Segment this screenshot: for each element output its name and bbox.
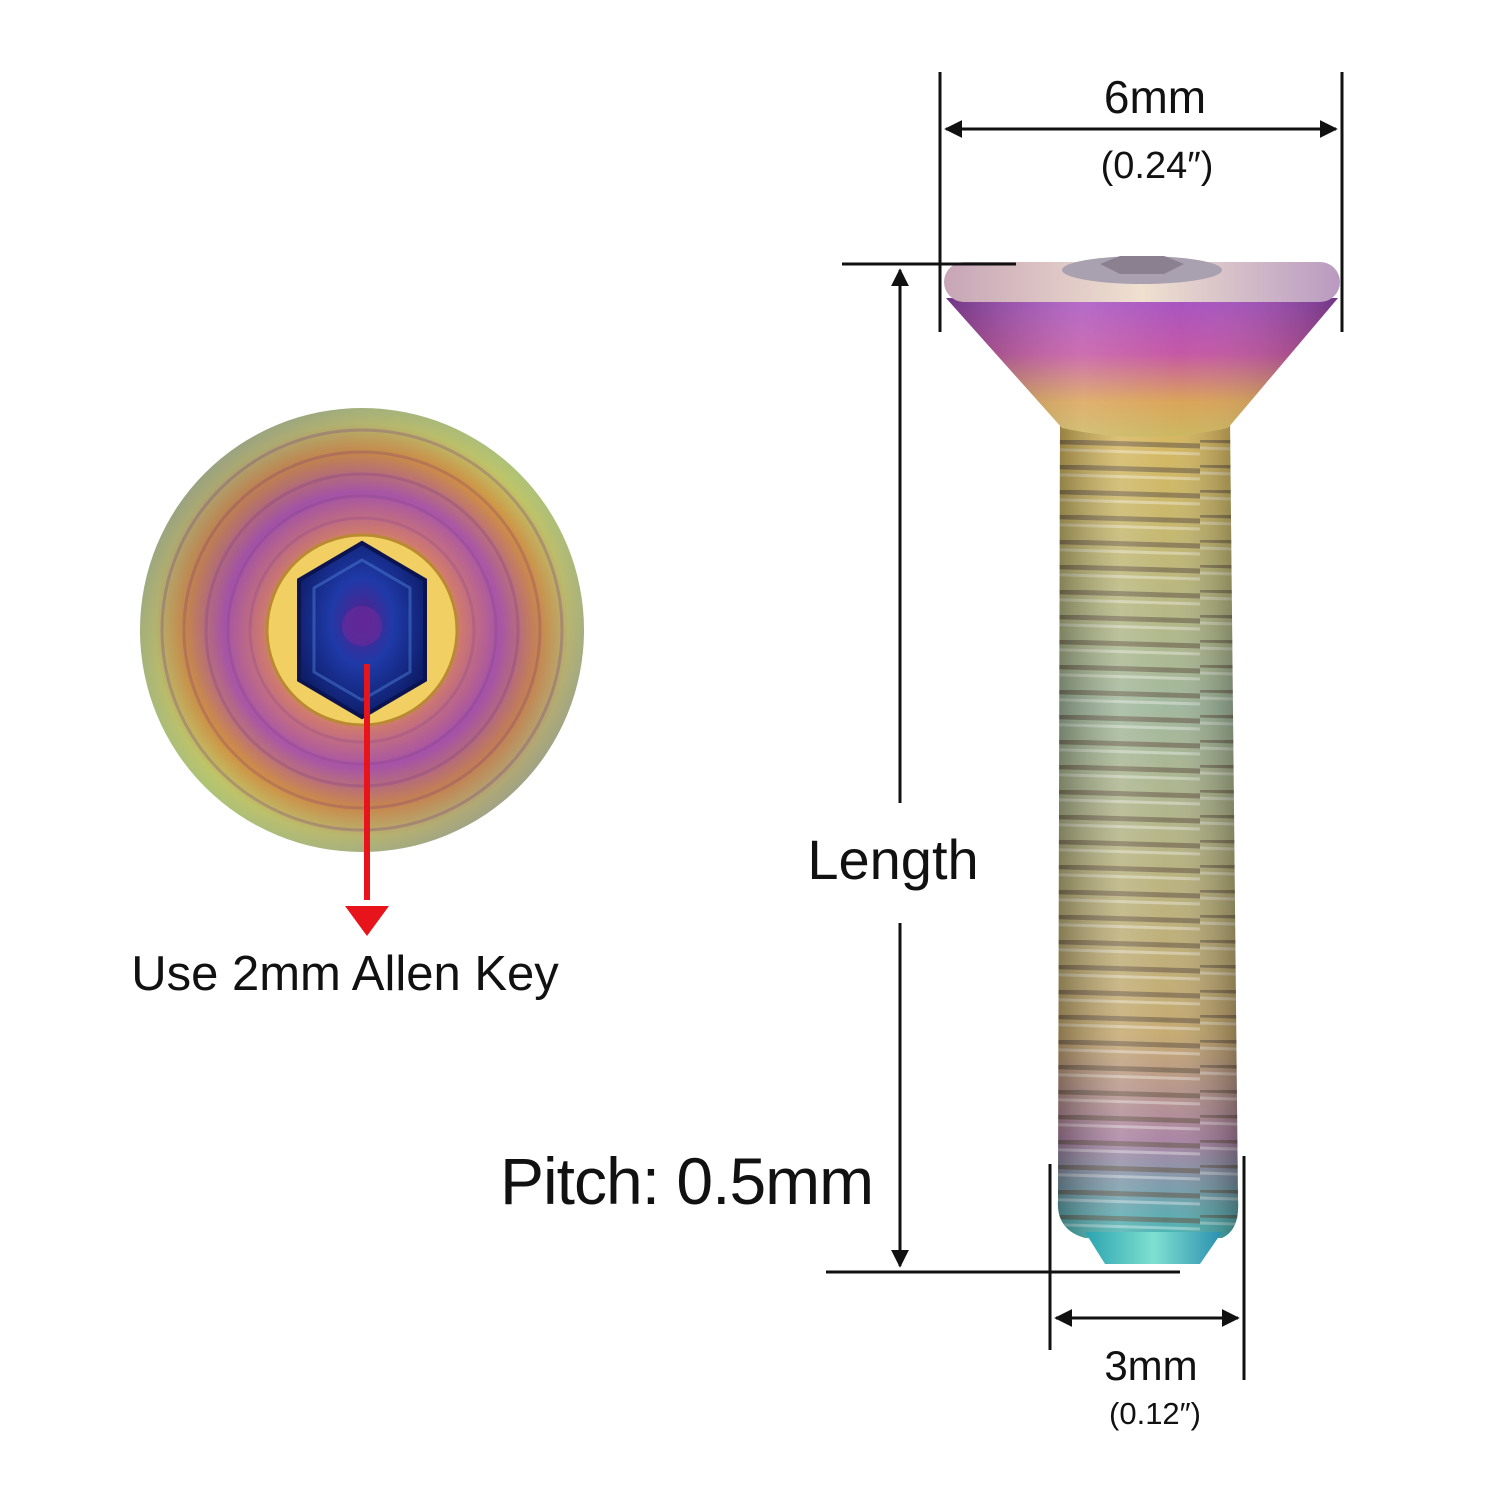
screw-head-top-view-icon: [140, 408, 584, 852]
length-label: Length: [807, 828, 979, 891]
thread-diameter-inch-label: (0.12″): [1109, 1396, 1201, 1431]
thread-diameter-mm-label: 3mm: [1104, 1342, 1198, 1389]
allen-key-instruction: Use 2mm Allen Key: [131, 947, 559, 1001]
pitch-label: Pitch: 0.5mm: [500, 1144, 874, 1218]
head-width-mm-label: 6mm: [1103, 71, 1207, 123]
countersunk-screw-side-view-icon: [944, 256, 1340, 1264]
thread-diameter-dimension: [1048, 1156, 1246, 1380]
length-dimension: [826, 262, 1180, 1274]
head-width-dimension: [938, 72, 1344, 332]
head-width-inch-label: (0.24″): [1100, 145, 1214, 187]
allen-key-pointer-arrow: [345, 664, 389, 936]
